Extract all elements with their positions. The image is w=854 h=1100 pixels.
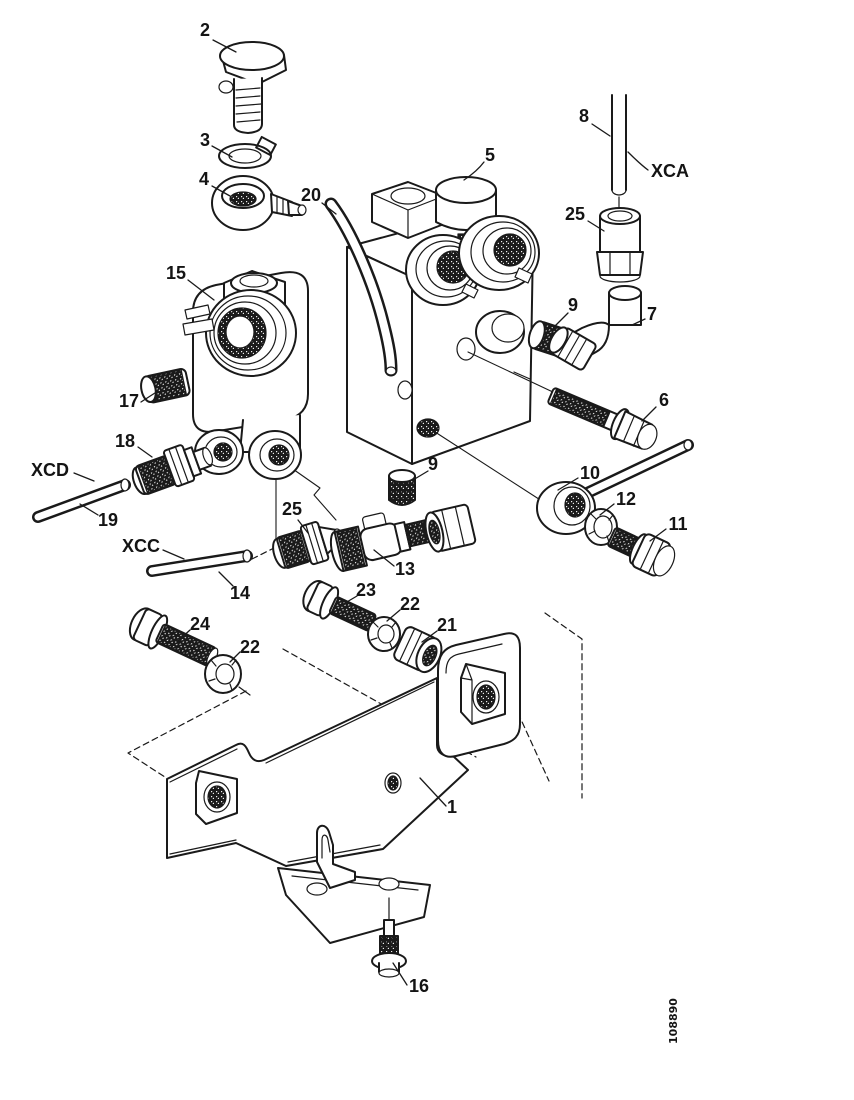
- callout-4: 4: [199, 169, 209, 189]
- part-fitting-25-right: [596, 207, 644, 283]
- callout-22-middle: 22: [400, 594, 420, 614]
- part-washer-22-left: [204, 654, 251, 696]
- callout-12: 12: [616, 489, 636, 509]
- part-hose-19: [32, 478, 131, 523]
- part-fitting-25-middle: [272, 521, 344, 569]
- callout-17: 17: [119, 391, 139, 411]
- callout-22-left: 22: [240, 637, 260, 657]
- callout-5: 5: [485, 145, 495, 165]
- callout-9-right: 9: [568, 295, 578, 315]
- part-banjo-bolt-11: [607, 527, 676, 577]
- callout-23: 23: [356, 580, 376, 600]
- part-fitting-18: [131, 444, 214, 495]
- part-banjo-10: [536, 439, 694, 535]
- callout-24: 24: [190, 614, 210, 634]
- part-tube-8: [611, 94, 627, 211]
- part-bolt-23: [302, 580, 377, 632]
- part-washer-22-middle: [367, 616, 401, 652]
- callout-7: 7: [647, 304, 657, 324]
- callout-21: 21: [437, 615, 457, 635]
- callout-25-right: 25: [565, 204, 585, 224]
- callout-3: 3: [200, 130, 210, 150]
- callout-6: 6: [659, 390, 669, 410]
- callout-9-middle: 9: [428, 454, 438, 474]
- part-flange-bolt-6: [547, 387, 658, 450]
- part-nut-21: [393, 626, 443, 674]
- part-plug-17: [140, 368, 191, 404]
- port-label-xca: XCA: [651, 161, 689, 181]
- part-hex-bolt-2: [218, 41, 287, 134]
- leader-lines: [73, 39, 667, 986]
- callout-13: 13: [395, 559, 415, 579]
- construction-solid-lines: [251, 351, 609, 560]
- figure-number: 108890: [667, 998, 680, 1044]
- callout-15: 15: [166, 263, 186, 283]
- part-hose-14: [146, 549, 253, 577]
- callout-8: 8: [579, 106, 589, 126]
- part-valve-cartridge-13: [329, 512, 435, 572]
- part-mounting-bracket: [127, 612, 583, 978]
- part-elbow-fitting-7: [548, 285, 642, 371]
- callout-11: 11: [668, 514, 687, 534]
- part-snap-ring-3: [218, 135, 277, 169]
- callout-16: 16: [409, 976, 429, 996]
- part-plug-9-middle: [388, 469, 416, 506]
- callout-2: 2: [200, 20, 210, 40]
- part-banjo-fitting-4: [211, 175, 307, 231]
- callout-14: 14: [230, 583, 250, 603]
- part-valve-block: [346, 176, 540, 465]
- callout-19: 19: [98, 510, 118, 530]
- part-solenoid-valve-15: [182, 270, 309, 480]
- part-washer-12: [584, 508, 618, 546]
- part-bolt-24: [128, 607, 219, 668]
- port-label-xcc: XCC: [122, 536, 160, 556]
- callout-25-middle: 25: [282, 499, 302, 519]
- callout-labels: 2 3 4 20 5 8 XCA 25 9 7 6 15 17 18 XCD 1…: [31, 20, 689, 1044]
- part-nut-13: [424, 503, 477, 553]
- callout-10: 10: [580, 463, 600, 483]
- callout-1: 1: [447, 797, 457, 817]
- port-label-xcd: XCD: [31, 460, 69, 480]
- part-tube-20: [324, 197, 398, 377]
- callout-18: 18: [115, 431, 135, 451]
- coil-rear: [458, 215, 540, 291]
- callout-20: 20: [301, 185, 321, 205]
